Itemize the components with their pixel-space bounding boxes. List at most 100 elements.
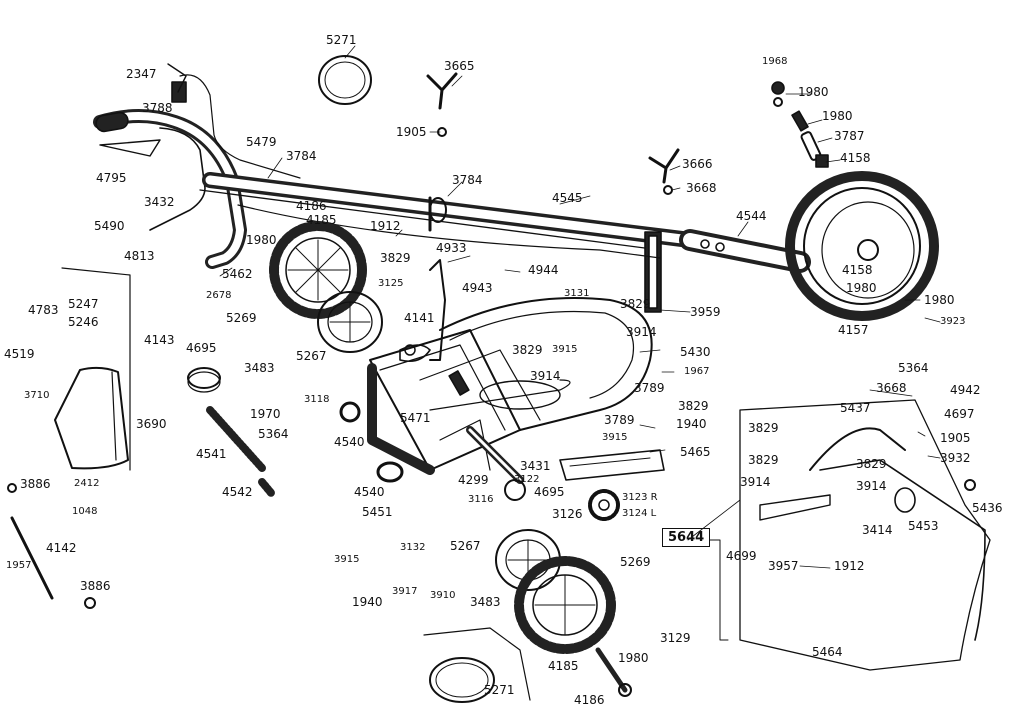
part-label: 4942 xyxy=(950,383,981,397)
part-label: 4795 xyxy=(96,171,127,185)
rear-flap-5464 xyxy=(739,399,991,671)
part-label: 3886 xyxy=(20,477,51,491)
part-label: 3668 xyxy=(686,181,717,195)
part-label: 4933 xyxy=(436,241,467,255)
part-label: 3784 xyxy=(452,173,483,187)
part-label: 3914 xyxy=(626,325,657,339)
part-label: 5451 xyxy=(362,505,393,519)
part-label: 5246 xyxy=(68,315,99,329)
part-label: 3126 xyxy=(552,507,583,521)
part-label: 4519 xyxy=(4,347,35,361)
part-label: 3129 xyxy=(660,631,691,645)
part-label: 1912 xyxy=(370,219,401,233)
part-label: 1980 xyxy=(618,651,649,665)
part-label: 3122 xyxy=(514,474,540,485)
part-label: 3789 xyxy=(634,381,665,395)
part-label: 4158 xyxy=(840,151,871,165)
part-label: 4545 xyxy=(552,191,583,205)
axle-bar-5465 xyxy=(559,449,665,481)
part-label: 4540 xyxy=(354,485,385,499)
part-label: 3431 xyxy=(520,459,551,473)
part-label: 5471 xyxy=(400,411,431,425)
part-label: 4544 xyxy=(736,209,767,223)
spring-4542 xyxy=(258,478,276,498)
part-label: 3957 xyxy=(768,559,799,573)
hubcap-5271-top xyxy=(318,55,372,105)
hubcap-5271-bottom xyxy=(423,627,531,703)
part-label: 4157 xyxy=(838,323,869,337)
part-label: 3124 L xyxy=(622,508,657,519)
side-rod-4142 xyxy=(7,483,96,609)
part-label: 4944 xyxy=(528,263,559,277)
part-label: 4699 xyxy=(726,549,757,563)
part-label: 3432 xyxy=(144,195,175,209)
part-label: 3483 xyxy=(244,361,275,375)
part-label: 3915 xyxy=(552,344,578,355)
part-label: 5364 xyxy=(898,361,929,375)
part-label: 3710 xyxy=(24,390,50,401)
part-label: 4943 xyxy=(462,281,493,295)
part-label: 3829 xyxy=(512,343,543,357)
part-label: 5462 xyxy=(222,267,253,281)
part-label: 4783 xyxy=(28,303,59,317)
part-label: 3132 xyxy=(400,542,426,553)
part-label: 5437 xyxy=(840,401,871,415)
star-knob-3666 xyxy=(648,148,680,195)
part-label-boxed: 5644 xyxy=(662,528,711,547)
part-label: 1980 xyxy=(798,85,829,99)
part-label: 4143 xyxy=(144,333,175,347)
part-label: 5247 xyxy=(68,297,99,311)
part-label: 5271 xyxy=(326,33,357,47)
part-label: 4695 xyxy=(534,485,565,499)
handle-assembly xyxy=(93,63,301,269)
rear-axle-tube-4544 xyxy=(679,229,811,273)
part-label: 1980 xyxy=(924,293,955,307)
part-label: 4141 xyxy=(404,311,435,325)
part-label: 5430 xyxy=(680,345,711,359)
part-label: 5453 xyxy=(908,519,939,533)
part-label: 3414 xyxy=(862,523,893,537)
part-label: 2678 xyxy=(206,290,232,301)
handle-tube-4545 xyxy=(199,172,698,313)
part-label: 3915 xyxy=(602,432,628,443)
part-label: 3784 xyxy=(286,149,317,163)
part-label: 4158 xyxy=(842,263,873,277)
part-label: 5267 xyxy=(296,349,327,363)
part-label: 3787 xyxy=(834,129,865,143)
part-label: 3131 xyxy=(564,288,590,299)
part-label: 4142 xyxy=(46,541,77,555)
part-label: 5490 xyxy=(94,219,125,233)
part-label: 3914 xyxy=(530,369,561,383)
part-label: 2412 xyxy=(74,478,100,489)
bushing-4695 xyxy=(187,367,221,393)
part-label: 1048 xyxy=(72,506,98,517)
part-label: 5267 xyxy=(450,539,481,553)
star-knob-3665 xyxy=(426,72,458,137)
part-label: 3923 xyxy=(940,316,966,327)
part-label: 1905 xyxy=(396,125,427,139)
part-label: 1970 xyxy=(250,407,281,421)
part-label: 1940 xyxy=(676,417,707,431)
part-label: 5269 xyxy=(620,555,651,569)
spring-4541 xyxy=(206,406,266,472)
part-label: 1940 xyxy=(352,595,383,609)
wheel-rim-5267-upper xyxy=(317,291,383,353)
part-label: 4186 xyxy=(296,199,327,213)
part-label: 3917 xyxy=(392,586,418,597)
gear-3123-3124 xyxy=(588,489,620,521)
axle-bolt-4185 xyxy=(595,647,632,697)
part-label: 3829 xyxy=(856,457,887,471)
part-label: 3959 xyxy=(690,305,721,319)
height-lever-4141 xyxy=(399,259,446,363)
part-label: 4185 xyxy=(548,659,579,673)
part-label: 4695 xyxy=(186,341,217,355)
part-label: 1905 xyxy=(940,431,971,445)
part-label: 3125 xyxy=(378,278,404,289)
part-label: 4299 xyxy=(458,473,489,487)
grip-4540 xyxy=(339,401,404,483)
part-label: 5364 xyxy=(258,427,289,441)
part-label: 3829 xyxy=(380,251,411,265)
axle-bolt-stack xyxy=(771,81,829,168)
part-label: 3829 xyxy=(748,421,779,435)
part-label: 1967 xyxy=(684,366,710,377)
